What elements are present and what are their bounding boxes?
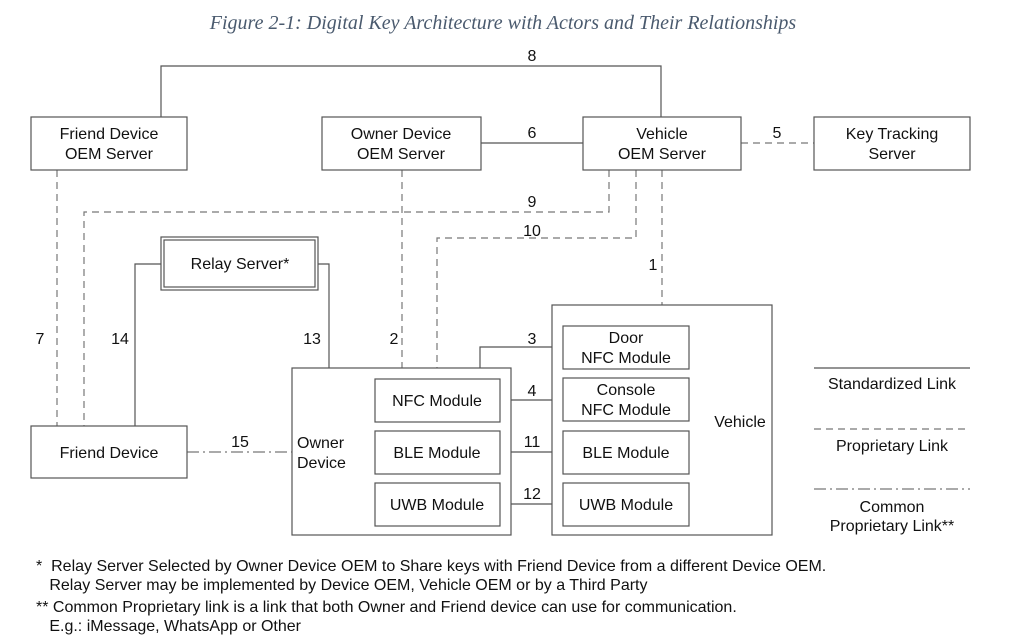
svg-text:NFC Module: NFC Module bbox=[392, 393, 482, 410]
link-label-8: 8 bbox=[528, 48, 537, 65]
link-14 bbox=[134, 263, 161, 426]
link-label-5: 5 bbox=[773, 125, 782, 142]
svg-text:OEM Server: OEM Server bbox=[618, 146, 707, 163]
legend-proprietary-label: Proprietary Link bbox=[836, 438, 949, 455]
owner-uwb-module: UWB Module bbox=[374, 482, 501, 527]
svg-text:BLE Module: BLE Module bbox=[393, 445, 480, 462]
link-label-10: 10 bbox=[523, 223, 541, 240]
link-label-9: 9 bbox=[528, 194, 537, 211]
svg-text:Owner: Owner bbox=[297, 435, 345, 452]
link-label-4: 4 bbox=[528, 383, 537, 400]
svg-text:Device: Device bbox=[297, 455, 346, 472]
svg-text:Friend Device: Friend Device bbox=[60, 126, 159, 143]
vehicle-oem-server: Vehicle OEM Server bbox=[582, 116, 742, 171]
legend: Standardized Link Proprietary Link Commo… bbox=[814, 367, 970, 535]
relay-server: Relay Server* bbox=[160, 236, 319, 291]
owner-ble-module: BLE Module bbox=[374, 430, 501, 475]
svg-text:UWB Module: UWB Module bbox=[390, 497, 484, 514]
svg-text:OEM Server: OEM Server bbox=[65, 146, 154, 163]
link-label-15: 15 bbox=[231, 434, 249, 451]
svg-text:NFC Module: NFC Module bbox=[581, 402, 671, 419]
link-label-2: 2 bbox=[390, 331, 399, 348]
link-9 bbox=[83, 170, 610, 426]
link-label-6: 6 bbox=[528, 125, 537, 142]
friend-device-oem-server: Friend Device OEM Server bbox=[30, 116, 188, 171]
owner-nfc-module: NFC Module bbox=[374, 378, 501, 423]
svg-text:Relay Server*: Relay Server* bbox=[191, 256, 290, 273]
footnote-relay-server: * Relay Server Selected by Owner Device … bbox=[36, 558, 827, 594]
legend-common-label-line2: Proprietary Link** bbox=[830, 518, 955, 535]
link-label-13: 13 bbox=[303, 331, 321, 348]
link-label-11: 11 bbox=[524, 434, 541, 451]
svg-text:Server: Server bbox=[868, 146, 916, 163]
svg-text:UWB Module: UWB Module bbox=[579, 497, 673, 514]
door-nfc-module: Door NFC Module bbox=[562, 325, 690, 370]
link-label-1: 1 bbox=[649, 257, 658, 274]
link-13 bbox=[318, 263, 330, 368]
svg-text:NFC Module: NFC Module bbox=[581, 350, 671, 367]
legend-common-label-line1: Common bbox=[860, 499, 925, 516]
svg-text:Owner Device: Owner Device bbox=[351, 126, 452, 143]
svg-text:Friend Device: Friend Device bbox=[60, 445, 159, 462]
link-label-14: 14 bbox=[111, 331, 129, 348]
svg-text:Vehicle: Vehicle bbox=[714, 414, 766, 431]
svg-text:Door: Door bbox=[609, 330, 644, 347]
friend-device: Friend Device bbox=[30, 425, 188, 479]
legend-standardized-label: Standardized Link bbox=[828, 376, 957, 393]
figure-caption: Figure 2-1: Digital Key Architecture wit… bbox=[209, 12, 797, 34]
footnote-common-proprietary: ** Common Proprietary link is a link tha… bbox=[36, 599, 737, 635]
link-label-12: 12 bbox=[523, 486, 541, 503]
vehicle-uwb-module: UWB Module bbox=[562, 482, 690, 527]
owner-device-oem-server: Owner Device OEM Server bbox=[321, 116, 482, 171]
svg-text:Key Tracking: Key Tracking bbox=[846, 126, 938, 143]
svg-text:OEM Server: OEM Server bbox=[357, 146, 446, 163]
link-label-7: 7 bbox=[36, 331, 45, 348]
svg-text:Console: Console bbox=[597, 382, 656, 399]
svg-text:BLE Module: BLE Module bbox=[582, 445, 669, 462]
console-nfc-module: Console NFC Module bbox=[562, 377, 690, 422]
key-tracking-server: Key Tracking Server bbox=[813, 116, 971, 171]
svg-text:Vehicle: Vehicle bbox=[636, 126, 688, 143]
link-label-3: 3 bbox=[528, 331, 537, 348]
link-8 bbox=[160, 65, 662, 117]
vehicle-ble-module: BLE Module bbox=[562, 430, 690, 475]
